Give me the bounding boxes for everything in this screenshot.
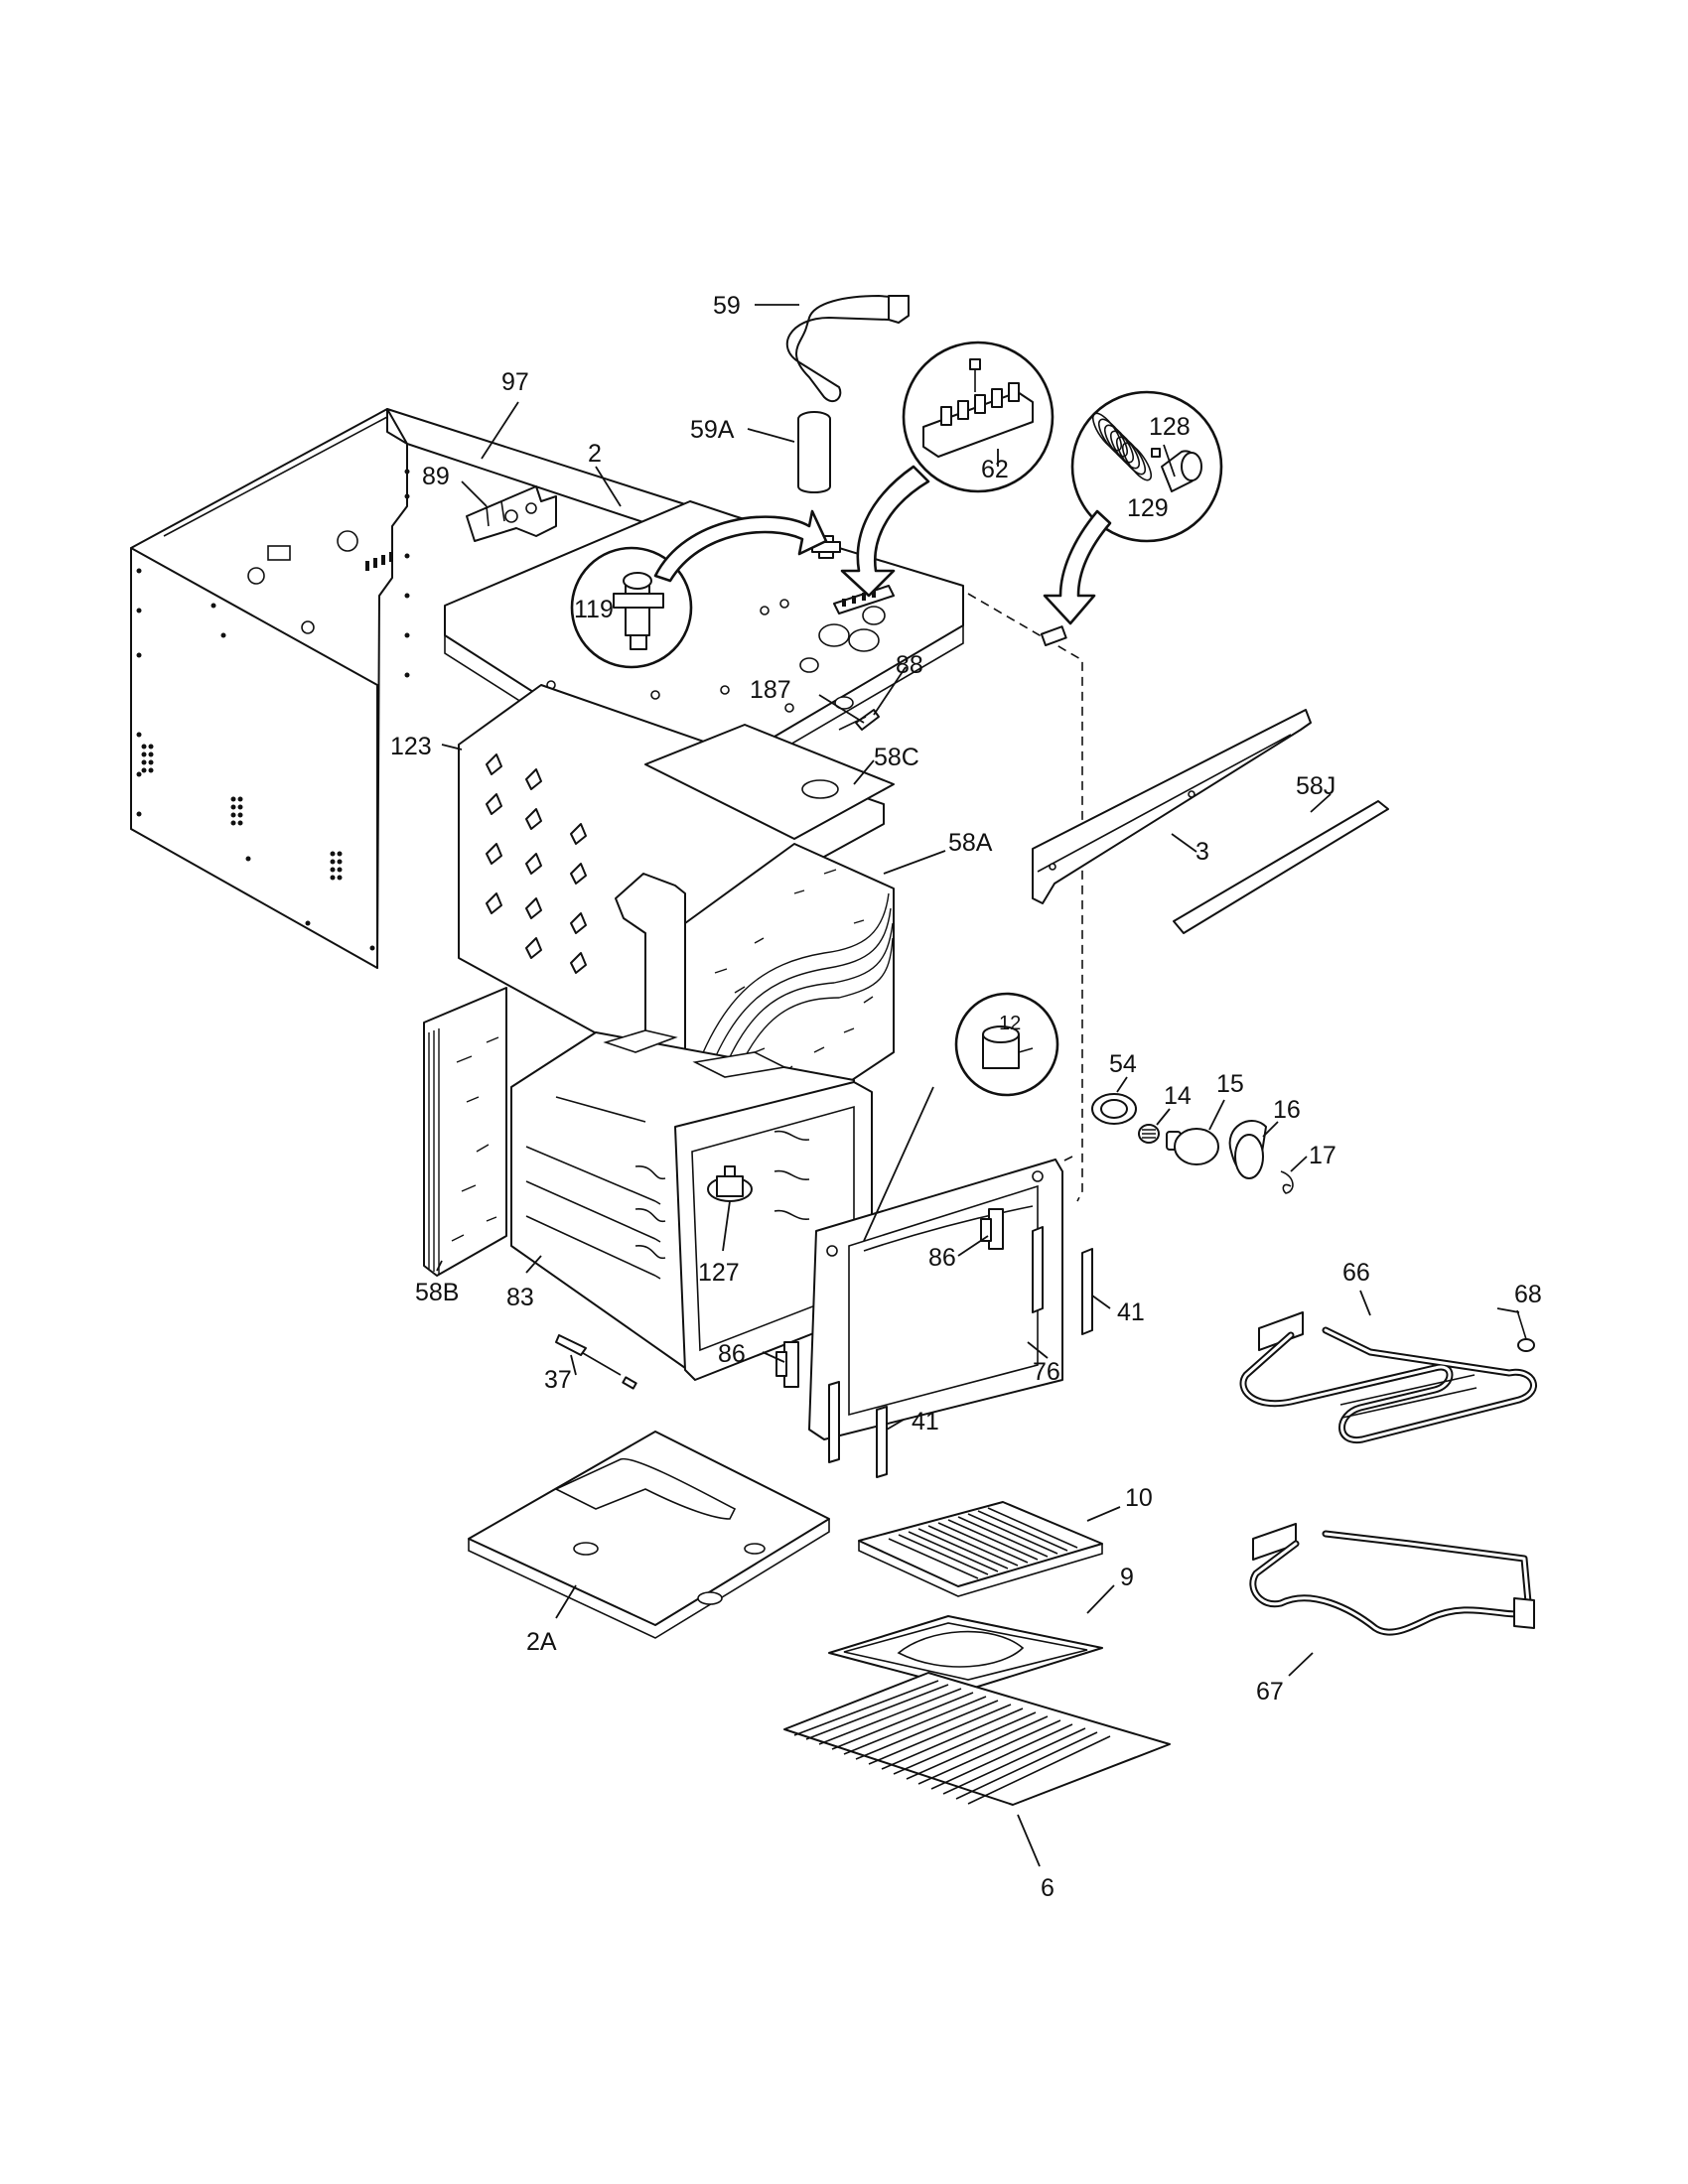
callout-10: 10 [1125,1484,1153,1512]
callout-12: 12 [999,1013,1021,1034]
callout-16: 16 [1273,1096,1301,1124]
callout-97: 97 [501,368,529,396]
top-insulation [644,724,895,840]
front-trim-gasket [1173,800,1389,934]
callout-58a: 58A [948,829,993,857]
callout-labels: 97 2 89 59 59A 62 128 129 119 187 88 123… [390,292,1542,1902]
lamp-connector [1040,625,1067,646]
broiler-pan-9 [828,1615,1103,1691]
bake-element-66 [1239,1311,1537,1443]
hinge-86-left [775,1341,799,1388]
callout-9: 9 [1120,1564,1134,1591]
callout-2: 2 [588,440,602,468]
vent-duct [785,295,910,403]
oven-bottom-panel [468,1431,830,1639]
hinge-receiver-41-right [1032,1226,1093,1335]
callout-54: 54 [1109,1050,1137,1078]
curved-arrow-to-terminal [840,465,930,598]
callout-58j: 58J [1296,772,1336,800]
lamp-cover-16 [1228,1120,1267,1179]
callout-58c: 58C [874,744,919,771]
callout-14: 14 [1164,1082,1192,1110]
callout-66: 66 [1342,1259,1370,1287]
callout-68: 68 [1514,1281,1542,1308]
sensor-probe-37 [555,1334,637,1390]
callout-127: 127 [698,1259,740,1287]
hinge-receiver-41-left [828,1381,888,1478]
callout-128: 128 [1149,413,1191,441]
leader-lines [436,304,1520,1867]
callout-123: 123 [390,733,432,760]
callout-58b: 58B [415,1279,459,1306]
callout-6: 6 [1041,1874,1055,1902]
thermostat-127 [707,1165,753,1202]
callout-187: 187 [750,676,791,704]
door-latch-bracket [466,485,557,542]
callout-41-right: 41 [1117,1298,1145,1326]
detail-circle-12 [954,992,1059,1097]
callout-86-right: 86 [928,1244,956,1272]
curved-arrow-to-lamp [1043,509,1112,625]
callout-76: 76 [1033,1358,1060,1386]
detail-circle-62 [902,341,1055,493]
sensor-rod [838,709,880,731]
callout-129: 129 [1127,494,1169,522]
hinge-86-right [980,1208,1004,1250]
callout-15: 15 [1216,1070,1244,1098]
broil-element-67 [1249,1523,1535,1636]
lamp-wire-clip-17 [1280,1170,1294,1194]
callout-88: 88 [896,651,923,679]
element-clip-68 [1516,1309,1535,1352]
outer-cabinet-wrap [130,408,686,969]
callout-59a: 59A [690,416,735,444]
oven-rack-6 [783,1672,1171,1806]
callout-83: 83 [506,1284,534,1311]
callout-119: 119 [574,596,614,623]
callout-41-left: 41 [912,1408,939,1435]
curved-arrow-to-valve [653,509,828,583]
lamp-socket-54 [1091,1093,1137,1125]
callout-37: 37 [544,1366,572,1394]
oven-cavity [510,1029,873,1381]
callout-17: 17 [1309,1142,1336,1169]
callout-89: 89 [422,463,450,490]
lamp-bulb-15 [1166,1128,1219,1165]
vent-tube [797,411,831,493]
callout-86-left: 86 [718,1340,746,1368]
callout-3: 3 [1196,838,1209,866]
callout-67: 67 [1256,1678,1284,1706]
broiler-grid-10 [858,1501,1103,1597]
side-insulation [423,987,507,1277]
callout-62: 62 [981,456,1009,483]
callout-59: 59 [713,292,741,320]
callout-2a: 2A [526,1628,557,1656]
detail-circle-128-129 [1070,390,1223,543]
lamp-retainer-14 [1138,1124,1160,1144]
front-trim-rail [1032,709,1312,904]
